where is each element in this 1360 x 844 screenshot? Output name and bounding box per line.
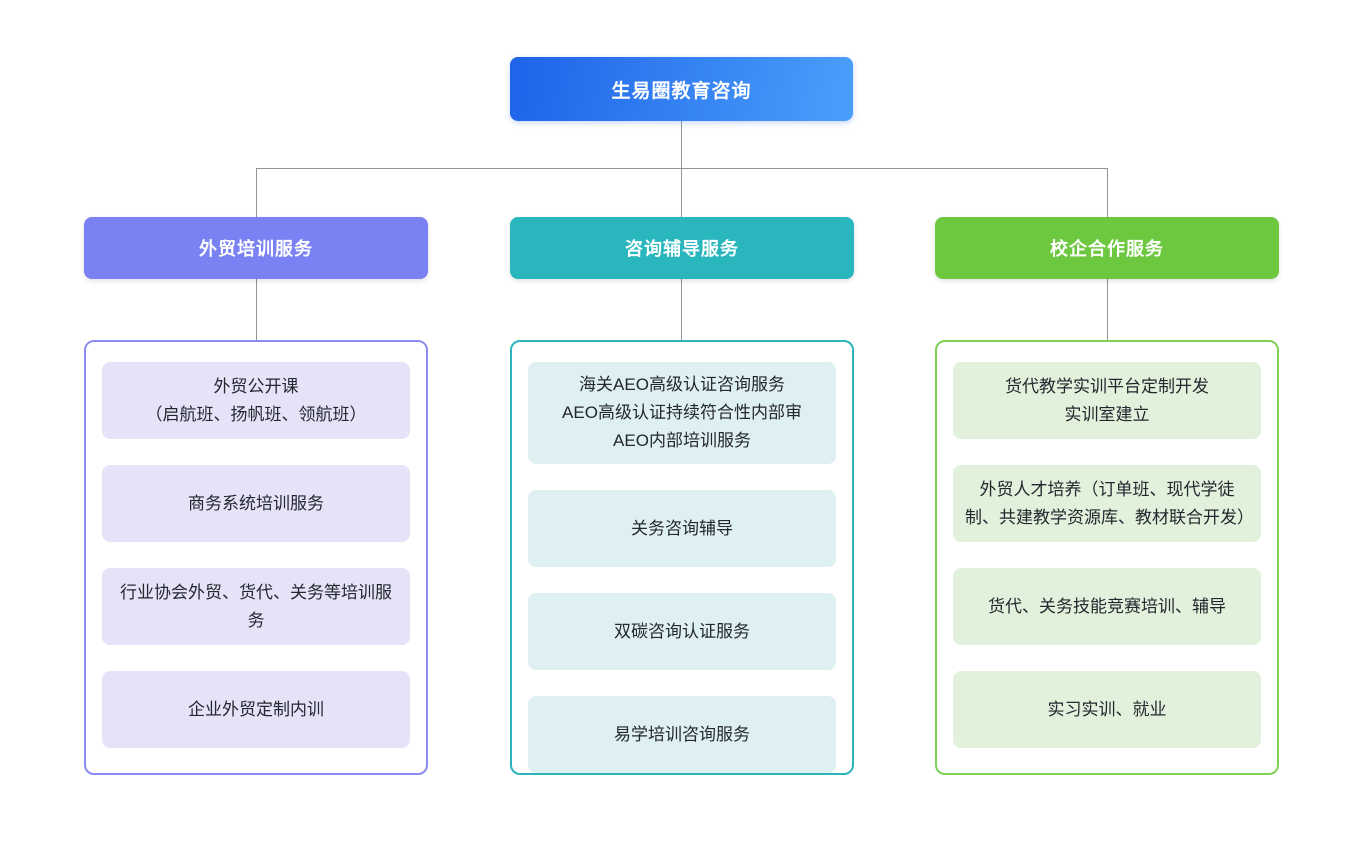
leaf-node[interactable]: 货代教学实训平台定制开发 实训室建立 xyxy=(953,362,1261,439)
root-node-label: 生易圈教育咨询 xyxy=(611,80,752,102)
branch-header-label: 校企合作服务 xyxy=(1050,239,1164,259)
connector-branch3-stem xyxy=(1107,279,1108,340)
leaf-node[interactable]: 行业协会外贸、货代、关务等培训服务 xyxy=(102,568,410,645)
branch-header-label: 咨询辅导服务 xyxy=(625,239,739,259)
root-node[interactable]: 生易圈教育咨询 xyxy=(510,57,853,121)
branch-group-consulting: 海关AEO高级认证咨询服务 AEO高级认证持续符合性内部审 AEO内部培训服务 … xyxy=(510,340,854,775)
connector-root-stem xyxy=(681,121,682,217)
branch-group-trade-training: 外贸公开课 （启航班、扬帆班、领航班） 商务系统培训服务 行业协会外贸、货代、关… xyxy=(84,340,428,775)
branch-header-label: 外贸培训服务 xyxy=(199,239,313,259)
leaf-node[interactable]: 易学培训咨询服务 xyxy=(528,696,836,773)
leaf-node[interactable]: 双碳咨询认证服务 xyxy=(528,593,836,670)
branch-group-school-enterprise: 货代教学实训平台定制开发 实训室建立 外贸人才培养（订单班、现代学徒制、共建教学… xyxy=(935,340,1279,775)
leaf-node[interactable]: 外贸公开课 （启航班、扬帆班、领航班） xyxy=(102,362,410,439)
leaf-node[interactable]: 实习实训、就业 xyxy=(953,671,1261,748)
branch-header-consulting[interactable]: 咨询辅导服务 xyxy=(510,217,854,279)
leaf-node[interactable]: 外贸人才培养（订单班、现代学徒制、共建教学资源库、教材联合开发） xyxy=(953,465,1261,542)
leaf-node[interactable]: 货代、关务技能竞赛培训、辅导 xyxy=(953,568,1261,645)
connector-left-drop xyxy=(256,168,257,217)
connector-right-drop xyxy=(1107,168,1108,217)
leaf-node[interactable]: 海关AEO高级认证咨询服务 AEO高级认证持续符合性内部审 AEO内部培训服务 xyxy=(528,362,836,464)
branch-header-trade-training[interactable]: 外贸培训服务 xyxy=(84,217,428,279)
connector-horizontal-rail xyxy=(256,168,1107,169)
leaf-node[interactable]: 商务系统培训服务 xyxy=(102,465,410,542)
connector-branch1-stem xyxy=(256,279,257,340)
leaf-node[interactable]: 企业外贸定制内训 xyxy=(102,671,410,748)
leaf-node[interactable]: 关务咨询辅导 xyxy=(528,490,836,567)
connector-branch2-stem xyxy=(681,279,682,340)
branch-header-school-enterprise[interactable]: 校企合作服务 xyxy=(935,217,1279,279)
